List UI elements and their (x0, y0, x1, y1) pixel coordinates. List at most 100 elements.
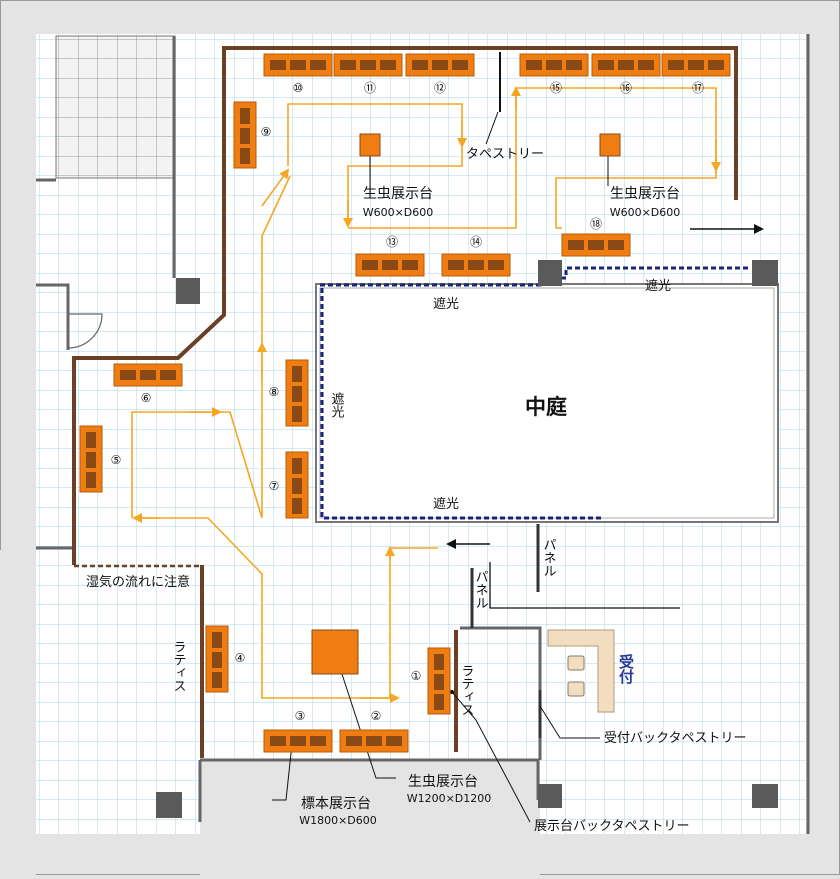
booth-cell (86, 432, 96, 448)
booth-number: ⑮ (550, 81, 562, 95)
booth-cell (434, 654, 444, 670)
route-line (140, 517, 390, 699)
booth-cell (638, 60, 654, 70)
booth-cell (292, 386, 302, 402)
live-table-small (359, 133, 381, 157)
tapestry-label: タペストリー (466, 147, 544, 162)
shade-label-bottom: 遮光 (433, 496, 459, 512)
specimen-table-size: W1800×D600 (299, 814, 377, 827)
booth-number: ① (411, 669, 422, 683)
booth-number: ⑥ (141, 391, 152, 405)
route-arrows (132, 86, 721, 703)
booth-number: ⑧ (269, 385, 280, 399)
booth-cell (292, 458, 302, 474)
booth-number: ⑱ (590, 217, 602, 231)
reception-back-tapestry-label: 受付バックタペストリー (604, 731, 746, 746)
booth-cell (448, 260, 464, 270)
booth-cell (240, 128, 250, 144)
booth-number: ② (371, 709, 382, 723)
exterior-left-lower (0, 550, 36, 875)
live-table-large (311, 629, 359, 675)
booth-cell (212, 632, 222, 648)
booth-3: ③ (263, 709, 333, 753)
booth-cell (270, 736, 286, 746)
booth-5: ⑤ (79, 425, 122, 493)
booth-number: ⑩ (293, 81, 304, 95)
live-table-small (599, 133, 621, 157)
booth-cell (290, 60, 306, 70)
panel-guide-line (489, 562, 680, 609)
booth-9: ⑨ (233, 101, 272, 169)
booth-cell (292, 366, 302, 382)
reception-desk (547, 629, 615, 713)
booth-6: ⑥ (113, 363, 183, 405)
specimen-table-label: 標本展示台 (301, 796, 371, 812)
booth-number: ⑭ (470, 235, 482, 249)
panel-2-label: パネル (473, 570, 489, 609)
booth-cell (568, 240, 584, 250)
route-line (347, 140, 463, 222)
interior-walls (72, 46, 738, 758)
booth-cell (340, 60, 356, 70)
reception-chair (567, 681, 585, 697)
booth-number: ⑯ (620, 81, 632, 95)
booth-cell (668, 60, 684, 70)
courtyard-label: 中庭 (525, 395, 567, 419)
courtyard-inner (319, 287, 775, 519)
booth-17: ⑰ (661, 53, 731, 95)
lattice-left-label: ラティス (171, 640, 186, 692)
tapestry-leader (485, 111, 499, 145)
live-table-1-label: 生虫展示台 (363, 186, 433, 202)
booth-cell (120, 370, 136, 380)
shade-label-top: 遮光 (433, 296, 459, 312)
booth-cell (402, 260, 418, 270)
booth-cell (382, 260, 398, 270)
booth-cell (140, 370, 156, 380)
booth-1: ① (411, 647, 451, 715)
booth-cell (292, 478, 302, 494)
booth-8: ⑧ (269, 359, 309, 427)
pillar (538, 260, 562, 286)
balcony-area (55, 35, 175, 179)
booth-cell (240, 108, 250, 124)
route-line (131, 411, 210, 518)
booth-cell (346, 736, 362, 746)
booth-cell (86, 452, 96, 468)
shade-label-top-right: 遮光 (645, 278, 671, 294)
pillar (156, 792, 182, 818)
booth-number: ⑨ (261, 125, 272, 139)
booth-cell (360, 60, 376, 70)
pillar (752, 784, 778, 808)
booth-cell (362, 260, 378, 270)
booth-number: ⑬ (386, 235, 398, 249)
booth-10: ⑩ (263, 53, 333, 95)
live-table-3-label: 生虫展示台 (408, 774, 478, 790)
booth-cell (608, 240, 624, 250)
leader-dot (450, 690, 454, 694)
booth-14: ⑭ (441, 235, 511, 277)
humidity-note: 湿気の流れに注意 (86, 574, 190, 590)
booth-cell (212, 672, 222, 688)
booth-cell (434, 694, 444, 710)
booth-cell (452, 60, 468, 70)
courtyard (315, 283, 779, 523)
route-line (218, 175, 291, 519)
live-table-2-size: W600×D600 (610, 206, 681, 219)
booth-cell (526, 60, 542, 70)
display-back-tapestry-label: 展示台バックタペストリー (534, 819, 689, 834)
booth-cell (432, 60, 448, 70)
booth-number: ④ (235, 651, 246, 665)
booth-12: ⑫ (405, 53, 475, 95)
booth-4: ④ (205, 625, 246, 693)
booth-cell (618, 60, 634, 70)
reception-label: 受付 (617, 653, 635, 685)
booth-cell (270, 60, 286, 70)
panel-1-label: パネル (541, 538, 557, 577)
lattice-right-label: ラティス (459, 664, 474, 716)
booth-number: ⑤ (111, 453, 122, 467)
booth-cell (468, 260, 484, 270)
booth-7: ⑦ (269, 451, 309, 519)
live-table-3-size: W1200×D1200 (407, 792, 492, 805)
booth-cell (292, 406, 302, 422)
